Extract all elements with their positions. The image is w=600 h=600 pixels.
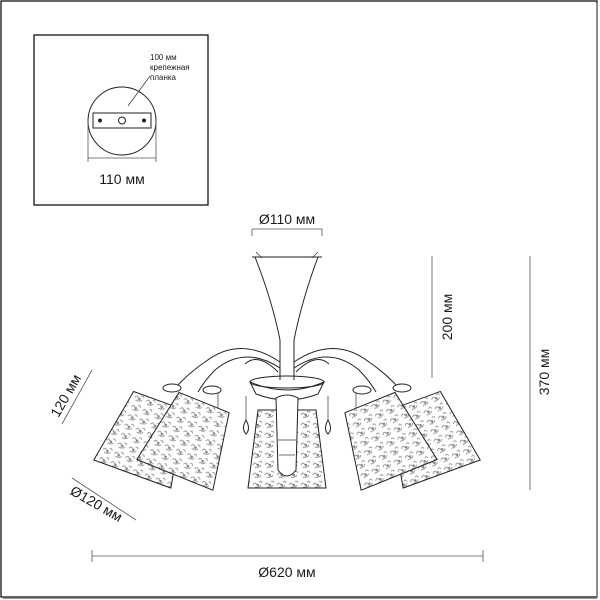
mounting-plate-inset: 100 мм крепежная планка 110 мм (33, 34, 209, 206)
total-height-label: 370 мм (536, 349, 552, 396)
arm-right-mid (295, 359, 330, 373)
callout-text-3: планка (150, 73, 177, 82)
inset-width-label: 110 мм (99, 171, 144, 187)
mounting-bar (92, 112, 152, 129)
shade-diameter-label: Ø120 мм (68, 482, 126, 525)
cup-right-inner (352, 385, 372, 395)
shade-left-inner (136, 391, 230, 491)
arm-left-inner (197, 356, 281, 393)
callout-text-1: 100 мм (150, 53, 177, 62)
arm-left-outer (174, 348, 281, 389)
callout-leader (127, 75, 151, 107)
bar-hole-left (98, 118, 102, 123)
bar-hole-center (118, 116, 126, 125)
crystal-drop-1 (243, 418, 249, 435)
crystal-drop-2 (325, 418, 331, 435)
cup-right-outer (392, 383, 412, 393)
arm-right-inner (293, 356, 377, 393)
cup-left-outer (162, 383, 182, 393)
stem-height-label: 200 мм (439, 294, 455, 341)
central-bowl (248, 380, 326, 401)
callout-text-2: крепежная (150, 63, 190, 72)
shade-height-label: 120 мм (47, 371, 84, 419)
bowl-rim (249, 375, 325, 389)
center-column (275, 394, 299, 477)
bar-hole-right (142, 118, 146, 123)
chandelier-drawing (93, 251, 481, 491)
arm-right-outer (293, 348, 400, 389)
shade-right-inner (344, 391, 438, 491)
overall-diameter-label: Ø620 мм (258, 564, 315, 580)
shade-diameter-line (71, 477, 137, 521)
canopy-hooks (255, 251, 319, 259)
canopy-trumpet (254, 256, 319, 341)
cup-left-inner (202, 385, 222, 395)
shade-height-line (61, 369, 93, 425)
top-diameter-label: Ø110 мм (259, 211, 315, 227)
arm-left-mid (244, 359, 279, 373)
